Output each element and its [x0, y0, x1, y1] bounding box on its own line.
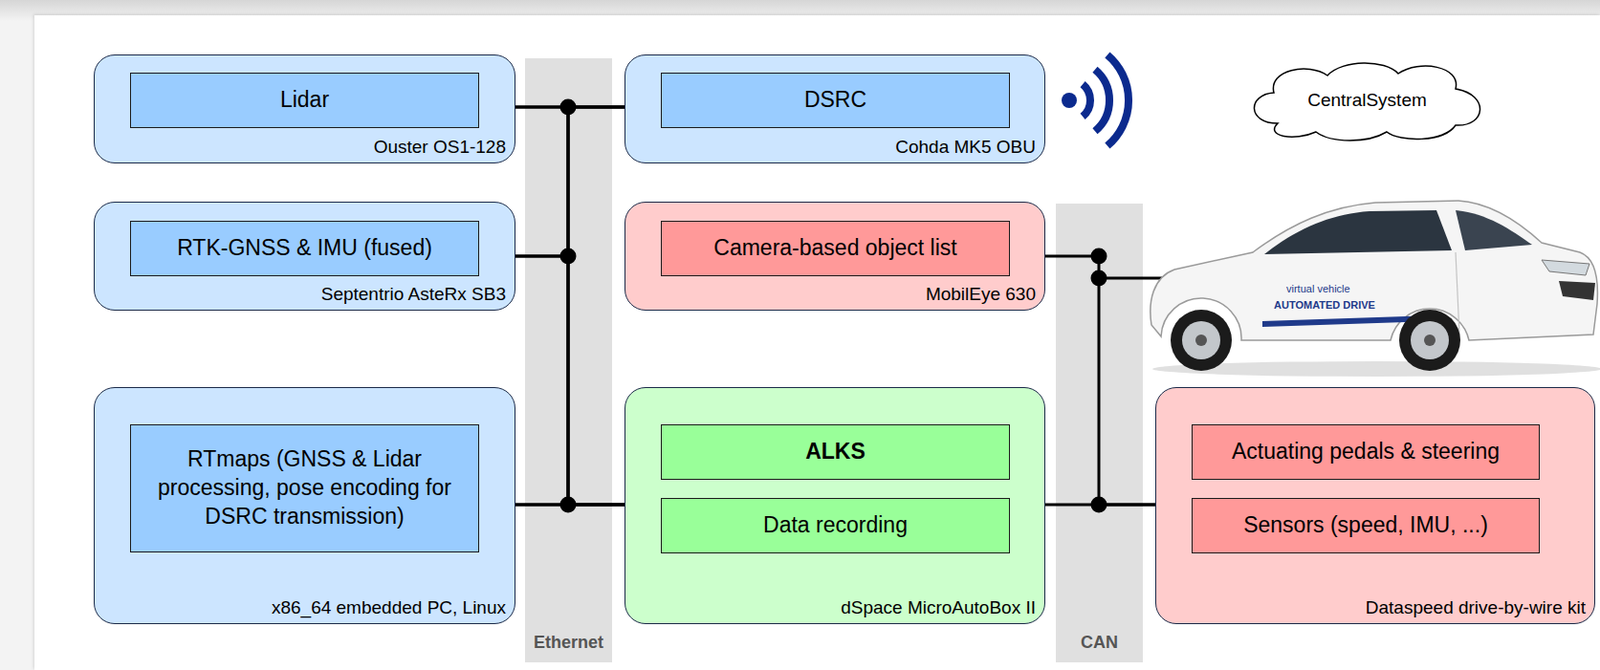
device-box: Septentrio AsteRx SB3 RTK-GNSS & IMU (fus… [93, 201, 516, 311]
function-box: DSRC [660, 72, 1010, 129]
function-label: Camera-based object list [713, 234, 957, 264]
device-label: MobilEye 630 [925, 284, 1036, 307]
function-label: Data recording [763, 511, 908, 541]
device-box: MobilEye 630 Camera-based object list [624, 201, 1046, 311]
device-label: Dataspeed drive-by-wire kit [1365, 597, 1586, 620]
device-label: x86_64 embedded PC, Linux [271, 597, 506, 620]
function-box: RTK-GNSS & IMU (fused) [130, 220, 480, 277]
device-label: Septentrio AsteRx SB3 [321, 284, 506, 307]
bus-band: Ethernet [525, 58, 613, 663]
device-box: dSpace MicroAutoBox II ALKS Data recording [624, 387, 1046, 625]
function-box: Data recording [660, 498, 1010, 554]
wireless-symbol [1061, 55, 1129, 147]
function-box: RTmaps (GNSS & Lidar processing, pose en… [130, 424, 480, 553]
function-box: Camera-based object list [660, 220, 1010, 277]
device-box: Ouster OS1-128 Lidar [93, 54, 516, 164]
cloud-node: CentralSystem [1239, 56, 1495, 144]
function-label: RTK-GNSS & IMU (fused) [176, 234, 433, 264]
function-label: Lidar [280, 86, 329, 115]
function-box: ALKS [660, 424, 1010, 481]
bus-band: CAN [1055, 203, 1143, 663]
car-decal-text: AUTOMATED DRIVE [1273, 299, 1376, 311]
function-box: Lidar [130, 72, 480, 129]
function-label: RTmaps (GNSS & Lidar processing, pose en… [136, 445, 473, 532]
car-picture [1150, 200, 1600, 377]
bus-label: Ethernet [533, 633, 604, 654]
function-box: Actuating pedals & steering [1191, 424, 1540, 481]
device-label: Cohda MK5 OBU [895, 136, 1036, 159]
function-label: Actuating pedals & steering [1231, 438, 1500, 467]
device-label: CentralSystem [1307, 89, 1427, 111]
device-box: Cohda MK5 OBU DSRC [624, 54, 1046, 164]
device-label: dSpace MicroAutoBox II [840, 597, 1036, 620]
label-holder: virtual vehicle [1286, 283, 1351, 295]
device-label: Ouster OS1-128 [373, 136, 506, 159]
device-box: x86_64 embedded PC, Linux RTmaps (GNSS & … [93, 387, 516, 625]
label-holder: AUTOMATED DRIVE [1273, 299, 1376, 311]
function-box: Sensors (speed, IMU, ...) [1191, 498, 1540, 554]
function-label: DSRC [804, 86, 867, 115]
car-decal-text: virtual vehicle [1286, 283, 1351, 295]
bus-label: CAN [1080, 633, 1118, 654]
function-label: ALKS [805, 438, 866, 467]
function-label: Sensors (speed, IMU, ...) [1243, 511, 1489, 541]
device-box: Dataspeed drive-by-wire kit Actuating ped… [1155, 387, 1596, 625]
